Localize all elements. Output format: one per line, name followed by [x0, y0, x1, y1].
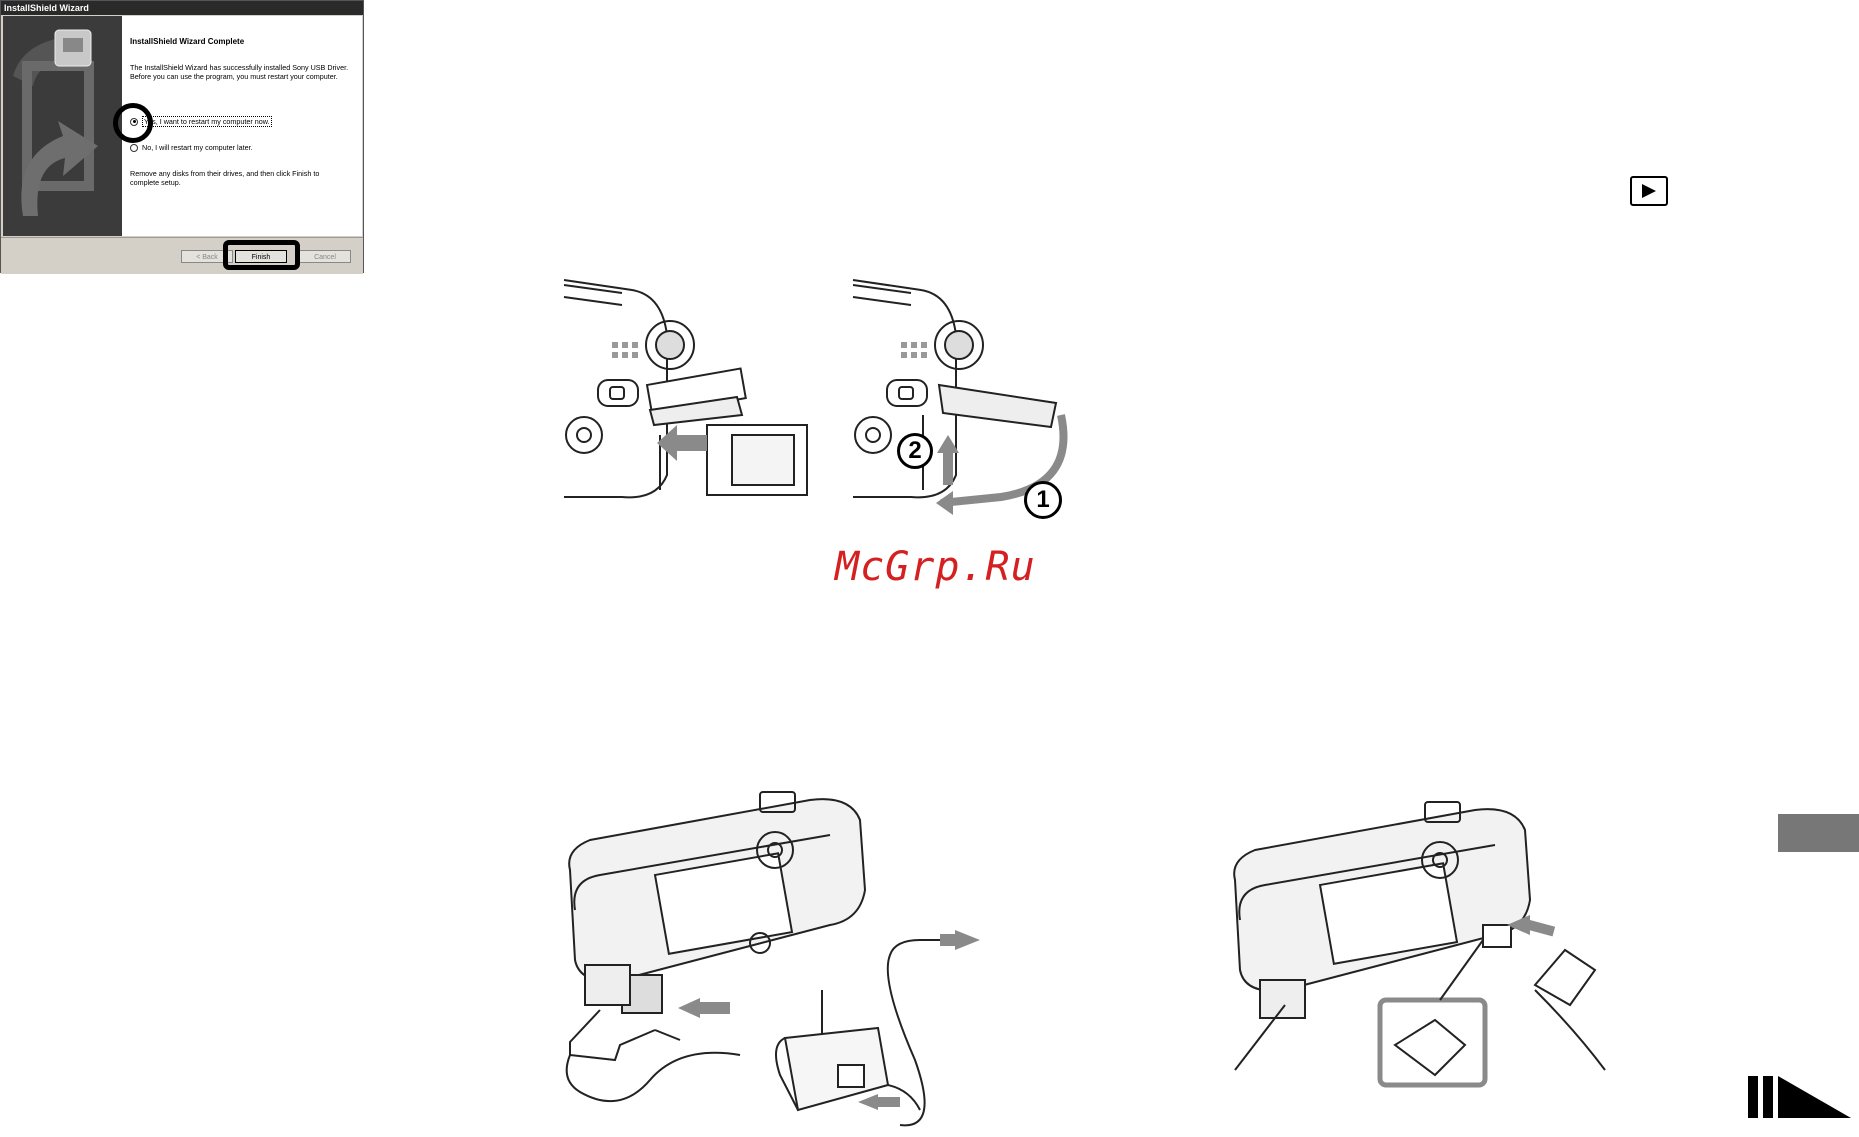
wizard-heading: InstallShield Wizard Complete — [130, 37, 245, 46]
finish-button[interactable]: Finish — [235, 250, 287, 263]
back-button[interactable]: < Back — [181, 250, 233, 263]
ac-adaptor-illustration — [565, 791, 980, 1127]
wizard-content: InstallShield Wizard Complete The Instal… — [122, 16, 362, 236]
restart-later-label: No, I will restart my computer later. — [142, 143, 253, 152]
wizard-button-bar: < Back Finish Cancel — [1, 237, 363, 274]
step-1-callout: 1 — [1024, 481, 1062, 519]
wizard-message: The InstallShield Wizard has successfull… — [130, 63, 349, 81]
restart-later-option[interactable]: No, I will restart my computer later. — [130, 143, 253, 152]
dialog-title: InstallShield Wizard — [1, 1, 363, 15]
wizard-note: Remove any disks from their drives, and … — [130, 169, 320, 187]
radio-highlight-circle — [113, 103, 153, 143]
finish-highlight-box — [223, 240, 300, 270]
radio-unselected-icon[interactable] — [130, 143, 138, 152]
watermark-text: McGrp.Ru — [835, 544, 1036, 590]
next-page-marker-icon — [1748, 1076, 1851, 1118]
usb-connect-illustration — [1233, 801, 1606, 1088]
step-2-callout: 2 — [897, 433, 933, 469]
section-index-tab — [1778, 814, 1859, 852]
play-key-icon — [1630, 176, 1668, 206]
wizard-side-graphic — [3, 16, 122, 236]
installshield-dialog: InstallShield Wizard InstallShield Wizar… — [0, 0, 364, 274]
restart-now-label: Yes, I want to restart my computer now. — [142, 116, 272, 127]
battery-insert-illustration — [563, 279, 808, 499]
cancel-button[interactable]: Cancel — [299, 250, 351, 263]
